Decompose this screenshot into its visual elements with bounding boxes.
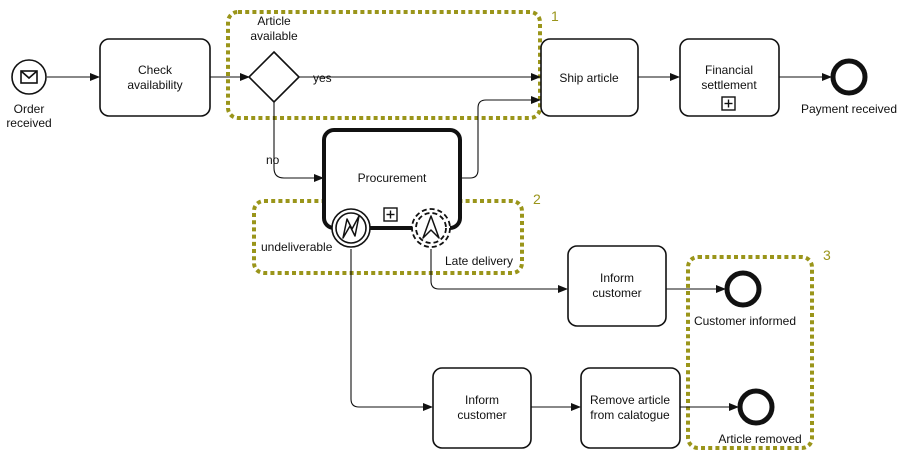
escalation-icon (422, 215, 440, 239)
boundary-late-delivery-label: Late delivery (445, 254, 513, 268)
end-event-payment-label: Payment received (801, 102, 897, 116)
task-inform-undeliv-label-line2: customer (457, 408, 506, 422)
end-event-informed-label: Customer informed (694, 314, 796, 328)
end-event-removed-label: Article removed (718, 432, 801, 446)
expand-marker-icon[interactable] (721, 96, 736, 111)
highlight-region-3 (686, 255, 814, 450)
envelope-icon (20, 70, 38, 84)
lightning-icon (342, 215, 360, 239)
subprocess-procurement[interactable] (322, 128, 462, 230)
subprocess-financial-label-line2: settlement (701, 78, 757, 92)
flow-gateway-no (273, 102, 324, 182)
task-ship-article[interactable] (540, 38, 639, 117)
subprocess-procurement-label: Procurement (358, 171, 427, 185)
task-inform-undeliv-label-line1: Inform (465, 393, 499, 407)
gateway-yes-label: yes (313, 71, 332, 85)
end-event-customer-informed[interactable] (724, 270, 762, 308)
boundary-escalation-event[interactable] (411, 208, 451, 248)
flow-undeliverable-to-inform (350, 249, 433, 411)
task-inform-customer-late[interactable] (567, 245, 667, 327)
flow-procurement-to-ship (460, 96, 541, 179)
task-inform-late-label-line2: customer (592, 286, 641, 300)
task-remove-article[interactable] (580, 367, 681, 449)
task-remove-label-line1: Remove article (590, 393, 670, 407)
task-check-availability[interactable] (99, 38, 211, 117)
end-event-article-removed[interactable] (737, 388, 775, 426)
highlight-number-2: 2 (533, 191, 541, 207)
gateway-no-label: no (266, 153, 280, 167)
boundary-error-event[interactable] (331, 208, 371, 248)
task-inform-late-label-line1: Inform (600, 271, 634, 285)
task-check-label-line2: availability (127, 78, 182, 92)
end-event-payment-received[interactable] (830, 58, 868, 96)
task-ship-label: Ship article (559, 71, 619, 85)
subprocess-financial-settlement[interactable] (679, 38, 780, 117)
gateway-article-available[interactable] (247, 50, 301, 104)
gateway-label-line1: Article (257, 14, 291, 28)
flow-late-to-inform (430, 249, 568, 293)
start-event-order-received[interactable] (11, 59, 47, 95)
start-event-label-line2: received (6, 116, 51, 130)
highlight-number-1: 1 (551, 8, 559, 24)
expand-marker-icon[interactable] (383, 207, 398, 222)
gateway-label-line2: available (250, 29, 298, 43)
start-event-label-line1: Order (14, 102, 45, 116)
highlight-number-3: 3 (823, 247, 831, 263)
task-check-label-line1: Check (138, 63, 173, 77)
boundary-undeliverable-label: undeliverable (261, 240, 333, 254)
task-remove-label-line2: from calatogue (590, 408, 670, 422)
subprocess-financial-label-line1: Financial (705, 63, 753, 77)
highlight-region-1 (226, 10, 542, 120)
task-inform-customer-undeliverable[interactable] (432, 367, 532, 449)
